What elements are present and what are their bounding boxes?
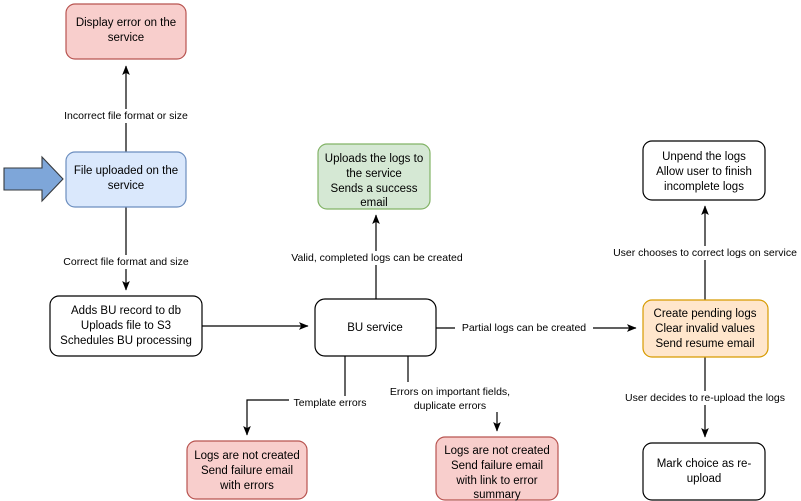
node-mark-choice-shape[interactable] (642, 442, 766, 501)
node-uploads-logs-line-2: the service (346, 168, 402, 180)
node-uploads-logs-shape[interactable] (317, 143, 431, 210)
node-mark-choice[interactable]: Mark choice as re- upload (642, 442, 766, 501)
node-logs-not-created-fields-line-4: summary (473, 489, 521, 501)
edge-label-user-corrects-bg (604, 246, 801, 260)
node-create-pending-logs[interactable]: Create pending logs Clear invalid values… (642, 299, 769, 358)
node-unpend-logs-line-2: Allow user to finish (656, 166, 752, 178)
node-unpend-logs[interactable]: Unpend the logs Allow user to finish inc… (642, 140, 766, 201)
edge-label-incorrect-format: Incorrect file format or size (51, 109, 201, 123)
edge-label-partial-logs-bg (455, 321, 593, 335)
edge-label-user-reupload-text: User decides to re-upload the logs (625, 392, 785, 404)
edge-label-errors-important-line-2: duplicate errors (414, 400, 486, 412)
edge-label-incorrect-format-text: Incorrect file format or size (64, 110, 188, 122)
edge-label-errors-important-bg (382, 385, 518, 412)
node-create-pending-logs-line-1: Create pending logs (654, 308, 757, 320)
node-bu-service[interactable]: BU service (314, 298, 437, 357)
nodes-layer: Display error on the service File upload… (49, 3, 769, 501)
node-adds-bu-record-line-3: Schedules BU processing (60, 335, 192, 347)
edge-label-template-errors-text: Template errors (294, 397, 367, 409)
entry-arrow (3, 155, 64, 203)
node-logs-not-created-fields-line-2: Send failure email (451, 460, 543, 472)
node-unpend-logs-line-1: Unpend the logs (662, 151, 746, 163)
node-file-uploaded-line-2: service (108, 180, 144, 192)
node-bu-service-label: BU service (347, 322, 403, 334)
node-display-error-line-1: Display error on the (76, 17, 176, 29)
edge-label-errors-important-line-1: Errors on important fields, (390, 386, 510, 398)
incoming-upload-arrow-icon (3, 155, 64, 203)
edge-labels-layer: Incorrect file format or size Correct fi… (51, 109, 801, 412)
node-display-error[interactable]: Display error on the service (65, 3, 187, 60)
node-logs-not-created-template-line-1: Logs are not created (194, 450, 300, 462)
edge-label-template-errors: Template errors (289, 396, 371, 410)
node-adds-bu-record-line-2: Uploads file to S3 (81, 320, 171, 332)
node-file-uploaded-line-1: File uploaded on the (74, 165, 178, 177)
node-logs-not-created-template-line-3: with errors (219, 480, 274, 492)
edge-label-template-errors-bg (289, 396, 371, 410)
node-logs-not-created-fields-line-1: Logs are not created (444, 445, 550, 457)
edge-label-valid-completed-bg (282, 251, 472, 265)
node-logs-not-created-template[interactable]: Logs are not created Send failure email … (186, 440, 308, 500)
node-adds-bu-record[interactable]: Adds BU record to db Uploads file to S3 … (49, 295, 203, 357)
node-adds-bu-record-shape[interactable] (49, 295, 203, 357)
edge-label-valid-completed-text: Valid, completed logs can be created (291, 252, 463, 264)
edge-label-user-corrects: User chooses to correct logs on service (604, 246, 801, 260)
edge-label-partial-logs: Partial logs can be created (455, 321, 593, 335)
node-display-error-shape[interactable] (65, 3, 187, 60)
node-create-pending-logs-line-3: Send resume email (655, 338, 754, 350)
edge-label-correct-format-text: Correct file format and size (63, 256, 189, 268)
node-adds-bu-record-line-1: Adds BU record to db (71, 305, 181, 317)
node-file-uploaded-shape[interactable] (65, 151, 187, 208)
node-logs-not-created-fields[interactable]: Logs are not created Send failure email … (435, 436, 559, 501)
node-uploads-logs[interactable]: Uploads the logs to the service Sends a … (317, 143, 431, 210)
node-unpend-logs-line-3: incomplete logs (664, 181, 744, 193)
edge-label-errors-important: Errors on important fields, duplicate er… (382, 385, 518, 412)
node-display-error-line-2: service (108, 32, 144, 44)
edge-label-correct-format: Correct file format and size (53, 255, 200, 269)
edge-label-user-reupload: User decides to re-upload the logs (617, 391, 794, 405)
edge-bu-service-to-logs-not-created-template (243, 356, 346, 436)
edge-label-correct-format-bg (53, 255, 200, 269)
edge-label-incorrect-format-bg (51, 109, 201, 123)
node-logs-not-created-fields-line-3: with link to error (455, 475, 537, 487)
edge-label-valid-completed: Valid, completed logs can be created (282, 251, 472, 265)
edge-label-user-reupload-bg (617, 391, 794, 405)
node-file-uploaded[interactable]: File uploaded on the service (65, 151, 187, 208)
node-logs-not-created-template-shape[interactable] (186, 440, 308, 500)
node-create-pending-logs-line-2: Clear invalid values (655, 323, 755, 335)
node-logs-not-created-fields-shape[interactable] (435, 436, 559, 501)
node-uploads-logs-line-3: Sends a success (331, 183, 418, 195)
node-uploads-logs-line-1: Uploads the logs to (325, 153, 423, 165)
node-uploads-logs-line-4: email (360, 197, 387, 209)
edge-label-user-corrects-text: User chooses to correct logs on service (613, 247, 797, 259)
node-bu-service-shape[interactable] (314, 298, 437, 357)
node-unpend-logs-shape[interactable] (642, 140, 766, 201)
node-mark-choice-line-2: upload (687, 473, 722, 485)
node-mark-choice-line-1: Mark choice as re- (657, 458, 752, 470)
edge-label-partial-logs-text: Partial logs can be created (462, 322, 586, 334)
node-create-pending-logs-shape[interactable] (642, 299, 769, 358)
node-logs-not-created-template-line-2: Send failure email (201, 465, 293, 477)
